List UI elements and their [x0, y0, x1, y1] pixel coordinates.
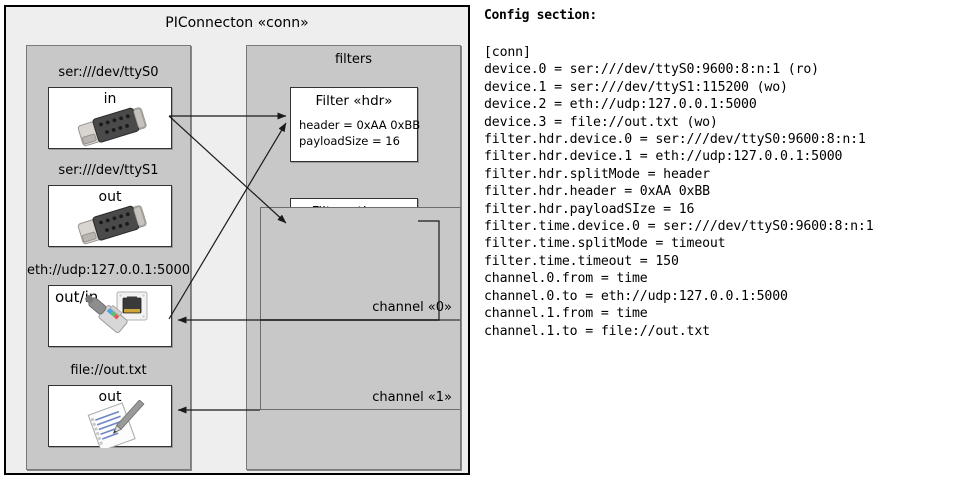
- config-section: Config section: [conn] device.0 = ser:///…: [484, 0, 960, 484]
- config-section-body: [conn] device.0 = ser:///dev/ttyS0:9600:8…: [484, 44, 874, 340]
- config-line: device.0 = ser:///dev/ttyS0:9600:8:n:1 (…: [484, 62, 819, 78]
- config-line: channel.0.to = eth://udp:127.0.0.1:5000: [484, 288, 788, 304]
- filter-prop-payloadsize: payloadSize = 16: [299, 134, 400, 148]
- filter-prop-header: header = 0xAA 0xBB: [299, 118, 421, 132]
- device-box-eth[interactable]: out/in: [48, 285, 172, 347]
- channel-box-0[interactable]: channel «0»: [260, 207, 461, 320]
- config-line: filter.time.timeout = 150: [484, 253, 679, 269]
- device-label-ttyS0: ser:///dev/ttyS0: [58, 65, 159, 80]
- config-line: filter.time.splitMode = timeout: [484, 236, 726, 252]
- config-line: channel.1.from = time: [484, 306, 648, 322]
- channel-label-1: channel «1»: [372, 390, 452, 405]
- config-line: [conn]: [484, 45, 531, 60]
- config-line: filter.hdr.device.0 = ser:///dev/ttyS0:9…: [484, 132, 866, 148]
- serial-port-icon: [77, 205, 147, 245]
- device-label-eth: eth://udp:127.0.0.1:5000: [26, 263, 191, 278]
- device-direction-file: out: [98, 389, 122, 405]
- channel-box-1[interactable]: channel «1»: [260, 320, 461, 410]
- filter-title-hdr: Filter «hdr»: [315, 93, 393, 109]
- config-line: device.2 = eth://udp:127.0.0.1:5000: [484, 97, 757, 113]
- serial-port-icon: [77, 107, 147, 147]
- device-label-file: file://out.txt: [70, 363, 147, 378]
- channel-label-0: channel «0»: [372, 300, 452, 315]
- config-line: filter.hdr.header = 0xAA 0xBB: [484, 184, 710, 200]
- config-line: filter.time.device.0 = ser:///dev/ttyS0:…: [484, 219, 874, 235]
- filters-panel-title: filters: [334, 52, 372, 67]
- config-line: filter.hdr.payloadSIze = 16: [484, 201, 695, 217]
- device-box-file[interactable]: out: [48, 385, 172, 448]
- config-line: device.1 = ser:///dev/ttyS1:115200 (wo): [484, 79, 788, 95]
- device-box-ttyS1[interactable]: out: [48, 185, 172, 247]
- device-label-ttyS1: ser:///dev/ttyS1: [58, 163, 159, 178]
- config-line: filter.hdr.device.1 = eth://udp:127.0.0.…: [484, 149, 843, 165]
- config-section-heading: Config section:: [484, 8, 597, 23]
- filter-box-hdr[interactable]: Filter «hdr» header = 0xAA 0xBB payloadS…: [290, 87, 421, 162]
- config-line: channel.0.from = time: [484, 271, 648, 287]
- ethernet-jack-icon: [85, 291, 148, 334]
- device-direction-ttyS1: out: [98, 189, 122, 205]
- text-file-icon: [87, 400, 145, 448]
- config-line: filter.hdr.splitMode = header: [484, 166, 710, 182]
- config-line: device.3 = file://out.txt (wo): [484, 114, 718, 130]
- config-line: channel.1.to = file://out.txt: [484, 323, 710, 339]
- device-box-ttyS0[interactable]: in: [48, 87, 172, 149]
- device-direction-ttyS0: in: [103, 91, 117, 107]
- conn-component-title: PIConnecton «conn»: [165, 15, 309, 31]
- conn-component-box: PIConnecton «conn» filters ser:///dev/tt…: [4, 5, 470, 475]
